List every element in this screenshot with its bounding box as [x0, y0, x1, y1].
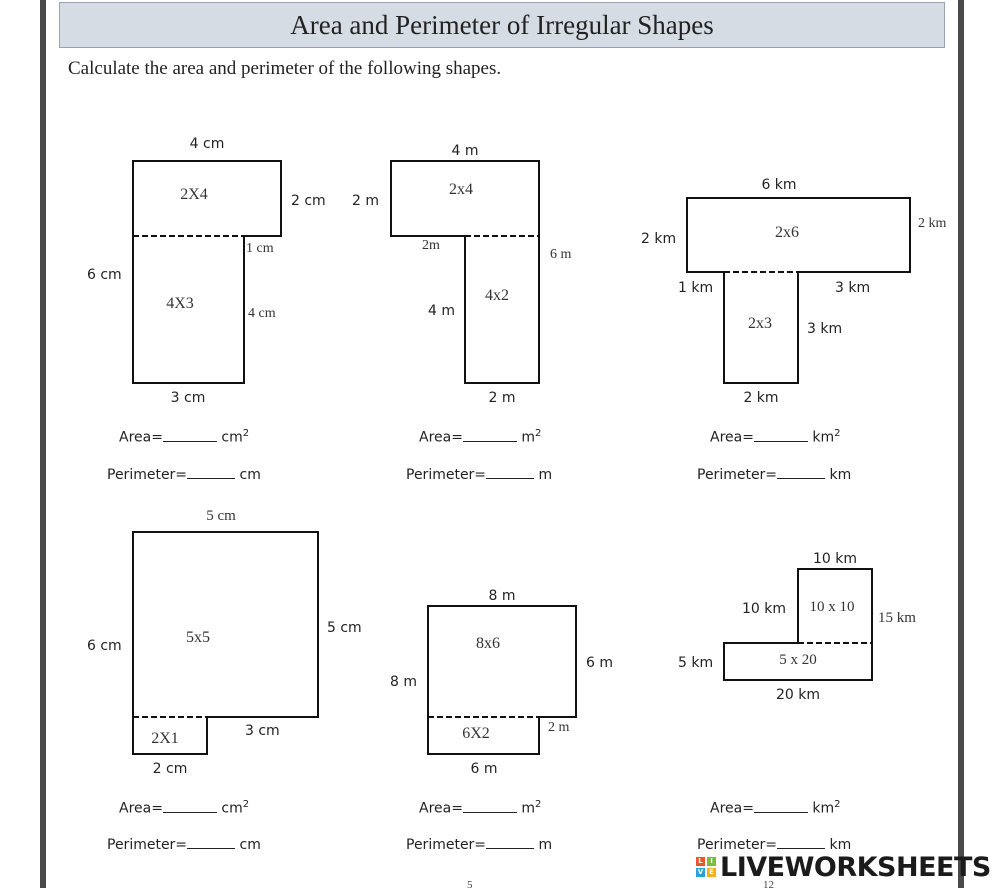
shape-3-label-right-top: 2 km: [918, 216, 947, 231]
shape-5-label-top: 8 m: [489, 588, 516, 604]
shape-4-outline: [132, 531, 319, 755]
shape-5-label-right: 6 m: [586, 655, 613, 671]
shape-2-label-top: 4 m: [452, 143, 479, 159]
shape-2-perimeter-line: Perimeter= m: [406, 466, 553, 483]
page-number-left: 5: [467, 879, 473, 891]
shape-1-label-left: 6 cm: [87, 267, 122, 283]
shape-3-perimeter-line: Perimeter= km: [697, 466, 852, 483]
shape-6-label-top: 10 km: [813, 551, 857, 567]
shape-2-area-line: Area= m2: [419, 428, 542, 446]
shape-1-label-step: 1 cm: [246, 241, 274, 256]
logo-text: LIVEWORKSHEETS: [720, 851, 991, 883]
shape-3-label-bottom: 2 km: [743, 390, 778, 406]
shape-2-label-bottom-area: 4x2: [485, 287, 509, 304]
shape-6-area-line: Area= km2: [710, 799, 841, 817]
worksheet-title-text: Area and Perimeter of Irregular Shapes: [290, 9, 714, 40]
logo-grid-i: I: [707, 857, 716, 866]
shape-4-label-top-area: 5x5: [186, 629, 210, 646]
shape-1-perimeter-input[interactable]: [187, 466, 236, 479]
shape-4-area-line: Area= cm2: [119, 799, 250, 817]
shape-1-label-right-bottom: 4 cm: [248, 306, 276, 321]
shape-1-label-bottom: 3 cm: [171, 390, 206, 406]
shape-4-label-right: 5 cm: [327, 620, 362, 636]
logo-grid-icon: L I V E: [696, 857, 716, 877]
shape-4-label-left: 6 cm: [87, 638, 122, 654]
shape-1-area-line: Area= cm2: [119, 428, 250, 446]
shape-1-label-top: 4 cm: [190, 136, 225, 152]
shape-3-outline: [686, 197, 911, 384]
shape-4-area-input[interactable]: [162, 800, 217, 813]
shape-2-outline: [390, 160, 540, 384]
shape-1-label-top-area: 2X4: [180, 186, 208, 203]
shape-3-area-line: Area= km2: [710, 428, 841, 446]
shape-6-label-left: 5 km: [678, 655, 713, 671]
shape-5-label-left: 8 m: [390, 674, 417, 690]
shape-6-perimeter-line: Perimeter= km: [697, 836, 852, 853]
shape-4-perimeter-line: Perimeter= cm: [107, 836, 261, 853]
shape-5-area-input[interactable]: [462, 800, 517, 813]
shape-4-label-step: 3 cm: [245, 723, 280, 739]
shape-5-label-step: 2 m: [548, 720, 570, 735]
shape-2-label-bottom: 2 m: [489, 390, 516, 406]
shape-1-area-input[interactable]: [162, 429, 217, 442]
shape-4-label-bottom: 2 cm: [153, 761, 188, 777]
shape-6-label-right: 15 km: [878, 610, 916, 626]
shape-5-perimeter-line: Perimeter= m: [406, 836, 553, 853]
shape-1-label-right-top: 2 cm: [291, 193, 326, 209]
shape-2-perimeter-input[interactable]: [486, 466, 535, 479]
shape-3-label-left-top: 2 km: [641, 231, 676, 247]
shape-6-area-input[interactable]: [753, 800, 808, 813]
shape-3-label-left-step: 1 km: [678, 280, 713, 296]
sheet-border-left: [40, 0, 46, 888]
logo-grid-v: V: [696, 868, 705, 877]
sheet-border-right: [958, 0, 964, 888]
shape-3-label-right-step: 3 km: [835, 280, 870, 296]
shape-6-label-bottom-area: 5 x 20: [779, 652, 817, 668]
shape-3-label-top-area: 2x6: [775, 224, 799, 241]
shape-5-label-bottom-area: 6X2: [462, 725, 490, 742]
shape-5-area-line: Area= m2: [419, 799, 542, 817]
shape-5-perimeter-input[interactable]: [486, 836, 535, 849]
shape-3-perimeter-input[interactable]: [777, 466, 826, 479]
shape-3-area-input[interactable]: [753, 429, 808, 442]
shape-5-label-bottom: 6 m: [471, 761, 498, 777]
shape-1-perimeter-line: Perimeter= cm: [107, 466, 261, 483]
shape-2-label-top-area: 2x4: [449, 181, 473, 198]
shape-6-label-top-area: 10 x 10: [810, 599, 855, 615]
logo-grid-e: E: [707, 868, 716, 877]
shape-2-label-step: 2m: [422, 238, 440, 253]
shape-4-perimeter-input[interactable]: [187, 836, 236, 849]
shape-2-label-left-top: 2 m: [352, 193, 379, 209]
shape-6-perimeter-input[interactable]: [777, 836, 826, 849]
shape-4-label-bottom-area: 2X1: [151, 730, 179, 747]
liveworksheets-logo[interactable]: L I V E LIVEWORKSHEETS: [696, 850, 991, 884]
shape-1-label-bottom-area: 4X3: [166, 295, 194, 312]
shape-4-label-top: 5 cm: [206, 508, 236, 524]
shape-3-label-right-bottom: 3 km: [807, 321, 842, 337]
shape-5-label-top-area: 8x6: [476, 635, 500, 652]
shape-6-label-bottom: 20 km: [776, 687, 820, 703]
shape-3-label-top: 6 km: [761, 177, 796, 193]
instructions: Calculate the area and perimeter of the …: [68, 58, 502, 79]
shape-2-area-input[interactable]: [462, 429, 517, 442]
page-number-right: 12: [763, 879, 774, 891]
shape-3-label-bottom-area: 2x3: [748, 315, 772, 332]
worksheet-title: Area and Perimeter of Irregular Shapes: [59, 2, 945, 48]
shape-6-label-left-top: 10 km: [742, 601, 786, 617]
logo-grid-l: L: [696, 857, 705, 866]
shape-2-label-right: 6 m: [550, 247, 572, 262]
shape-2-label-left-bottom: 4 m: [428, 303, 455, 319]
